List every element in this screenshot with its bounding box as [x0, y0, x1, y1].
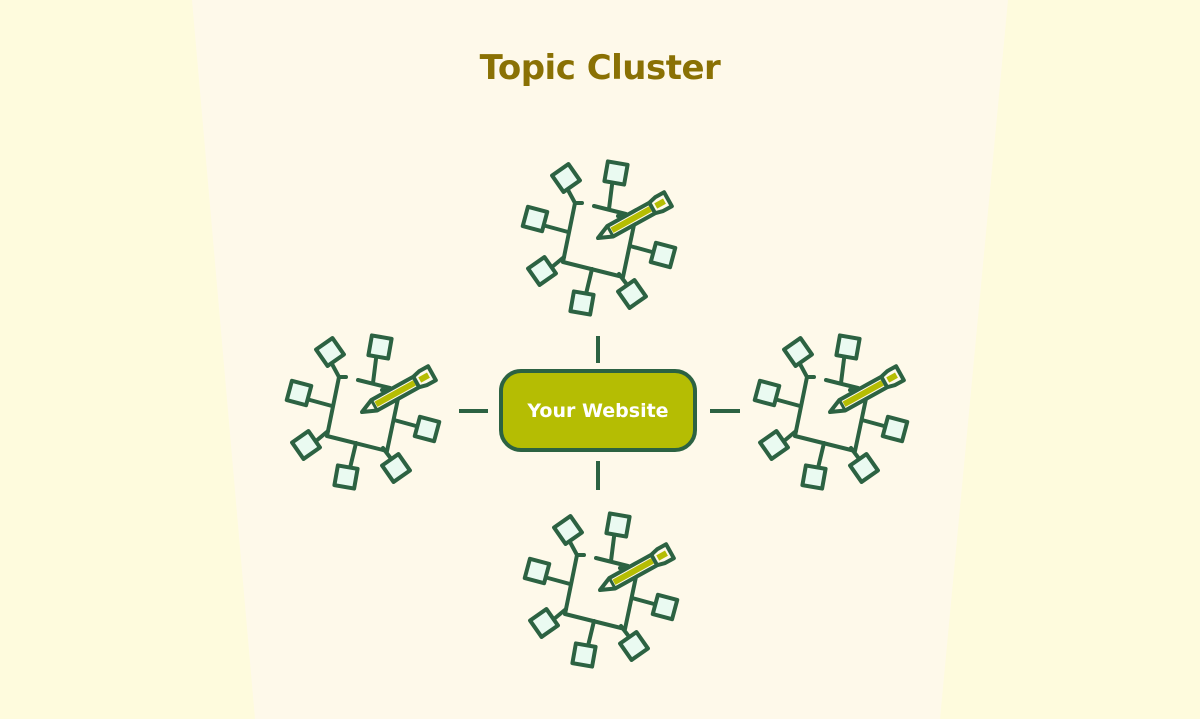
page-title: Topic Cluster	[479, 48, 721, 88]
center-node-label: Your Website	[527, 399, 669, 422]
center-panel	[192, 0, 1008, 719]
center-node-your-website[interactable]: Your Website	[499, 369, 697, 452]
